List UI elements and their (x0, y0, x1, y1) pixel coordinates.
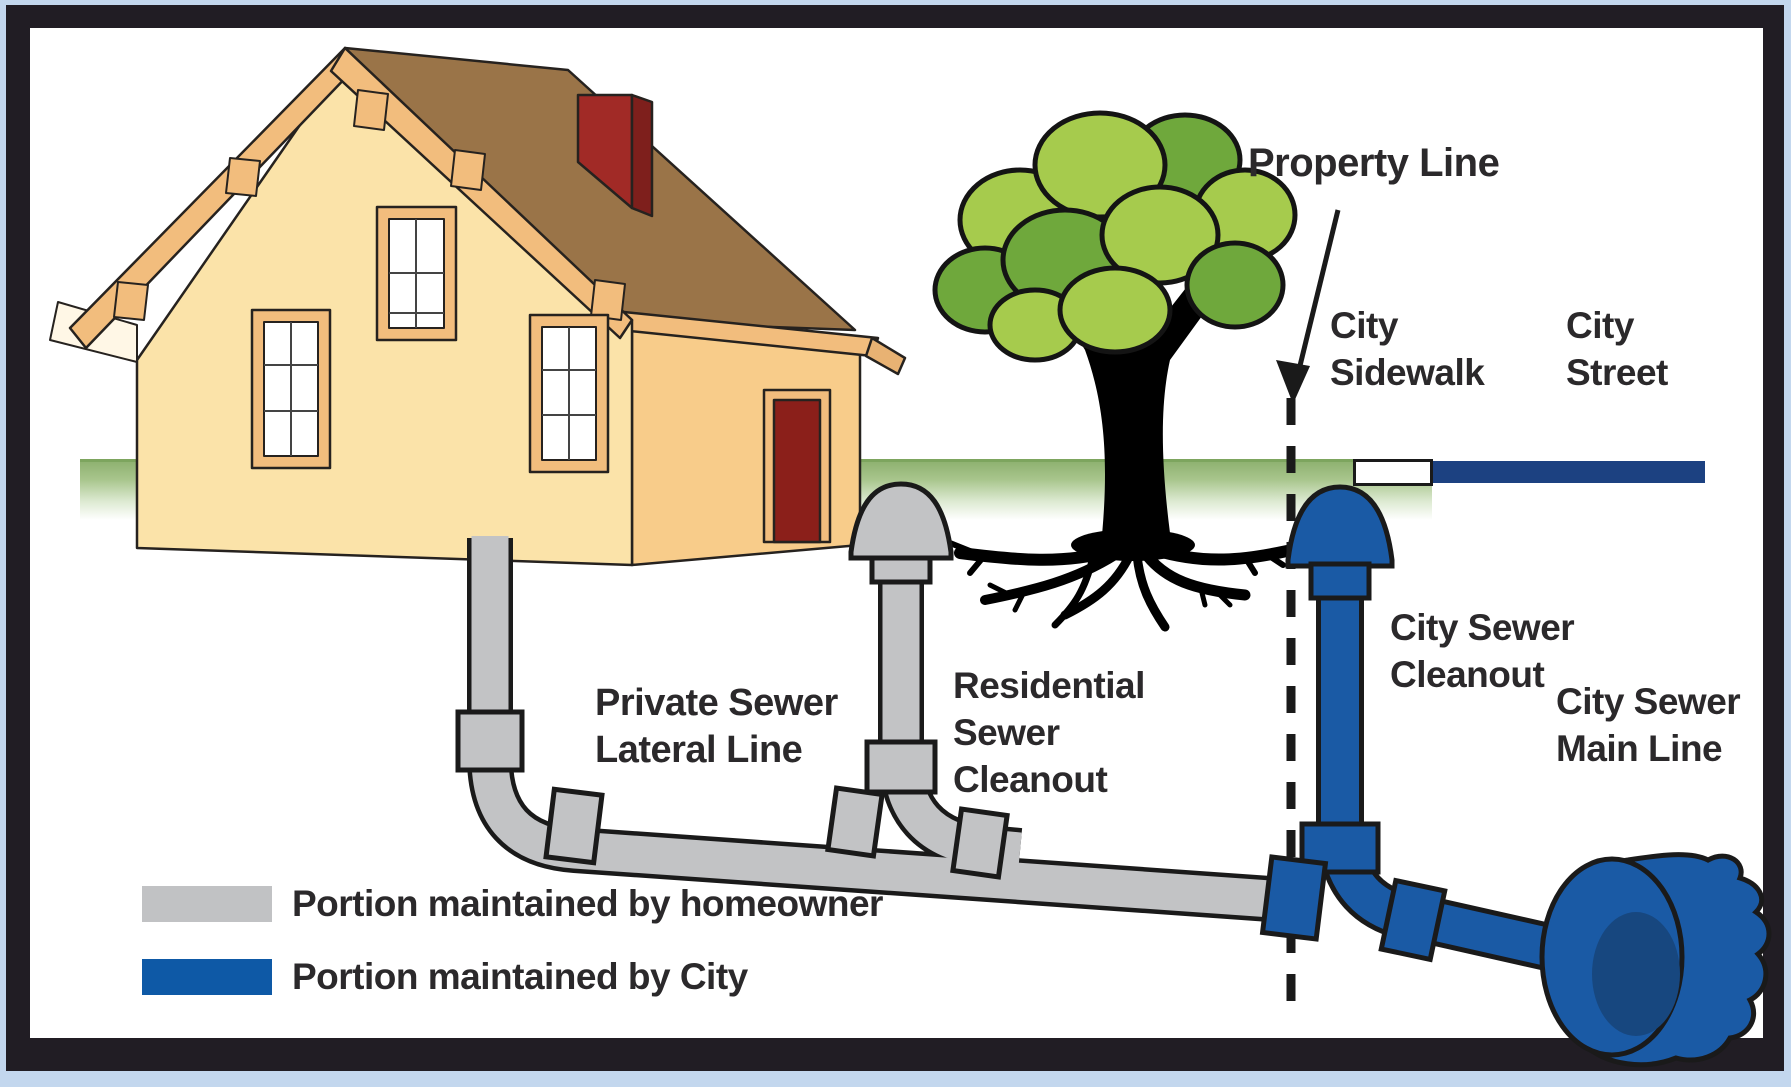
legend-item-homeowner: Portion maintained by homeowner (142, 883, 883, 925)
legend-item-city: Portion maintained by City (142, 956, 748, 998)
city-cleanout-collar (1299, 821, 1381, 875)
house-illustration (49, 46, 907, 567)
house-gutter-end (864, 336, 907, 376)
left-window (250, 308, 332, 470)
private-lateral-pipe (455, 481, 1287, 923)
private-lateral-label: Private Sewer Lateral Line (595, 682, 838, 771)
legend-label-city: Portion maintained by City (292, 956, 748, 997)
pipe-coupling (1378, 877, 1448, 963)
city-street-bar (1433, 461, 1705, 483)
pipe-coupling (455, 709, 525, 773)
city-cleanout-neck (1308, 561, 1372, 601)
rafter-blocks (113, 89, 626, 321)
residential-cleanout-label: Residential Sewer Cleanout (953, 665, 1145, 800)
pipe-coupling (825, 785, 885, 859)
city-sewer-main-opening (1592, 912, 1680, 1036)
right-window (528, 313, 610, 474)
property-line-label: Property Line (1248, 141, 1500, 185)
city-cleanout-label: City Sewer Cleanout (1390, 607, 1575, 695)
tree-illustration (932, 110, 1298, 632)
pipe-coupling (543, 786, 605, 866)
city-sidewalk-label: City Sidewalk (1330, 305, 1485, 393)
pipe-coupling-junction (1259, 854, 1329, 942)
house-roof-trim-right (329, 46, 634, 340)
legend-swatch-homeowner (142, 886, 272, 922)
tree-roots (947, 540, 1293, 632)
city-street-label: City Street (1566, 305, 1668, 393)
legend-label-homeowner: Portion maintained by homeowner (292, 883, 883, 924)
property-line-arrow (1276, 209, 1341, 404)
legend-swatch-city (142, 959, 272, 995)
gable-window (375, 205, 458, 342)
house-door (772, 398, 822, 544)
residential-cleanout-cap (848, 481, 954, 561)
residential-cleanout-collar (864, 739, 938, 795)
tree-canopy (932, 110, 1298, 363)
pipe-coupling (950, 806, 1010, 880)
chimney-side (630, 93, 654, 218)
city-main-label: City Sewer Main Line (1556, 681, 1741, 769)
city-sidewalk-bar (1353, 459, 1433, 486)
city-cleanout-cap (1285, 484, 1395, 569)
city-pipe-system (1259, 484, 1772, 1068)
